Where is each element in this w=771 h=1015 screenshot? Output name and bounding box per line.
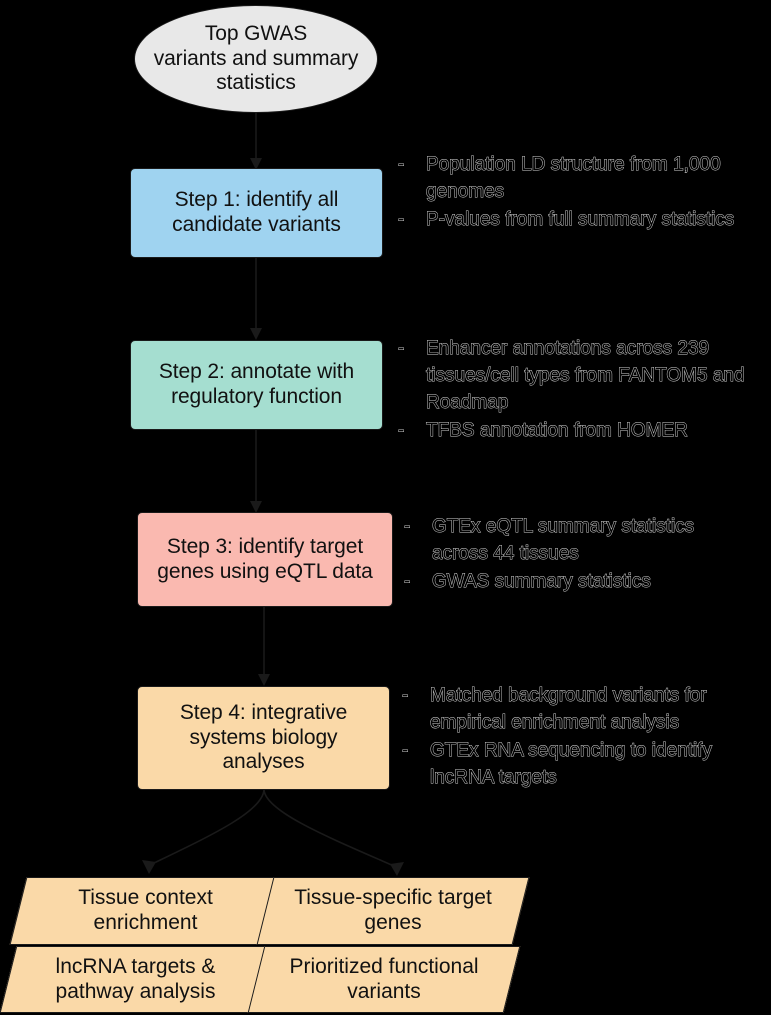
node-out3-label: lncRNA targets & pathway analysis [55,954,216,1003]
connector-step4-out-left [151,789,265,865]
node-start[interactable]: Top GWAS variants and summary statistics [134,5,378,113]
annotation-item: - Enhancer annotations across 239 tissue… [398,336,771,417]
node-out-lncrna-targets-pathway-analysis[interactable]: lncRNA targets & pathway analysis [0,946,272,1013]
node-step2[interactable]: Step 2: annotate with regulatory functio… [130,340,383,430]
connector-step4-out-right [263,789,395,867]
node-step3-label: Step 3: identify target genes using eQTL… [157,534,373,583]
node-step2-label: Step 2: annotate with regulatory functio… [158,360,355,408]
annotation-item: - Matched background variants for empiri… [402,683,771,737]
node-step1-label: Step 1: identify all candidate variants [172,188,341,236]
bullet-dash: - [398,208,405,230]
node-out-prioritized-functional-variants[interactable]: Prioritized functional variants [247,946,521,1013]
annotation-item: - Population LD structure from 1,000 gen… [398,152,766,206]
arrowhead-step3-step4 [258,674,270,686]
node-out4-label: Prioritized functional variants [289,954,479,1003]
node-out-tissue-context-enrichment[interactable]: Tissue context enrichment [9,877,282,945]
annotation-item: - TFBS annotation from HOMER [398,418,771,445]
bullet-dash: - [404,570,411,592]
annotations-step1: - Population LD structure from 1,000 gen… [398,152,766,235]
arrowhead-step4-out-left [142,860,156,874]
annotation-text: GWAS summary statistics [432,570,652,592]
bullet-dash: - [402,685,409,707]
annotation-item: - GWAS summary statistics [404,569,734,596]
bullet-dash: - [404,516,411,538]
arrowhead-step1-step2 [250,328,262,340]
annotations-step3: - GTEx eQTL summary statistics across 44… [404,514,734,597]
annotation-text: Enhancer annotations across 239 tissues/… [426,338,745,414]
arrowhead-step4-out-right [390,862,404,876]
node-start-label: Top GWAS variants and summary statistics [153,21,359,95]
annotation-text: Matched background variants for empirica… [430,685,708,734]
annotation-text: GTEx eQTL summary statistics across 44 t… [432,516,695,565]
bullet-dash: - [398,154,405,176]
node-step3[interactable]: Step 3: identify target genes using eQTL… [137,512,393,607]
node-out-tissue-specific-target-genes[interactable]: Tissue-specific target genes [256,877,530,945]
annotation-item: - P-values from full summary statistics [398,207,766,234]
bullet-dash: - [398,419,405,441]
annotation-item: - GTEx eQTL summary statistics across 44… [404,514,734,568]
bullet-dash: - [398,338,405,360]
annotation-text: P-values from full summary statistics [426,208,735,230]
node-step1[interactable]: Step 1: identify all candidate variants [130,168,383,258]
annotation-text: Population LD structure from 1,000 genom… [426,154,722,203]
node-step4-label: Step 4: integrative systems biology anal… [179,700,348,774]
node-out2-label: Tissue-specific target genes [294,886,492,934]
annotation-item: - GTEx RNA sequencing to identify lncRNA… [402,738,771,792]
annotation-text: GTEx RNA sequencing to identify lncRNA t… [430,739,713,788]
bullet-dash: - [402,739,409,761]
annotation-text: TFBS annotation from HOMER [426,419,689,441]
annotations-step4: - Matched background variants for empiri… [402,683,771,793]
annotations-step2: - Enhancer annotations across 239 tissue… [398,336,771,446]
node-out1-label: Tissue context enrichment [78,886,213,934]
node-step4[interactable]: Step 4: integrative systems biology anal… [137,686,390,790]
